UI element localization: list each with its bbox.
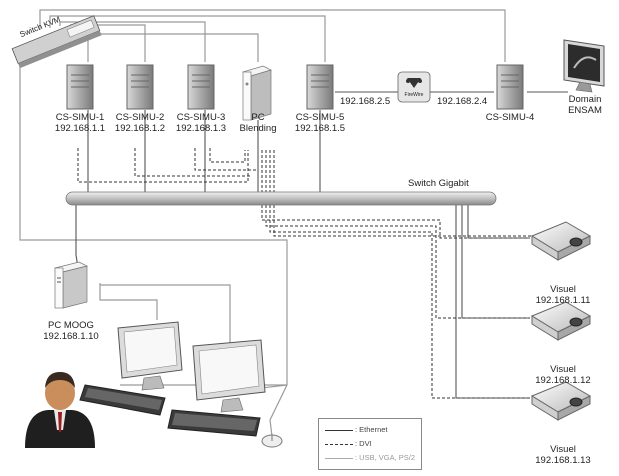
link-ip-right: 192.168.2.4 <box>437 96 488 107</box>
legend-usb-label: : USB, VGA, PS/2 <box>355 453 416 462</box>
legend-ethernet-label: : Ethernet <box>355 425 388 434</box>
server-name-4: CS-SIMU-4 <box>485 112 535 123</box>
domain-monitor-icon <box>563 39 605 93</box>
server-label-2: CS-SIMU-2 192.168.1.2 <box>112 112 168 134</box>
server-label-5: CS-SIMU-5 192.168.1.5 <box>292 112 348 134</box>
pc-moog-tower <box>53 261 89 309</box>
server-name-2: CS-SIMU-2 <box>115 112 165 123</box>
visual-label-3: Visuel 192.168.1.13 <box>528 444 598 466</box>
moog-ip: 192.168.1.10 <box>43 331 99 342</box>
visual-ip-3: 192.168.1.13 <box>535 455 591 466</box>
domain-line1: Domain <box>568 94 602 105</box>
link-ip-left: 192.168.2.5 <box>340 96 391 107</box>
legend-usb-line <box>325 458 353 459</box>
server-ip-2: 192.168.1.2 <box>114 123 166 134</box>
server-name-3: CS-SIMU-3 <box>176 112 226 123</box>
visual-name-1: Visuel <box>550 284 576 295</box>
visual-label-2: Visuel 192.168.1.12 <box>528 364 598 386</box>
server-name-5: CS-SIMU-5 <box>295 112 345 123</box>
switch-gigabit-label: Switch Gigabit <box>408 178 469 189</box>
server-ip-5: 192.168.1.5 <box>294 123 346 134</box>
mouse-icon <box>261 434 283 448</box>
legend-dvi-label: : DVI <box>355 439 372 448</box>
visual-label-1: Visuel 192.168.1.11 <box>528 284 598 306</box>
visual-name-2: Visuel <box>550 364 576 375</box>
pc-blending-tower <box>242 65 272 121</box>
firewire-label: FireWire <box>404 92 424 98</box>
legend-dvi: : DVI <box>325 439 419 449</box>
legend: : Ethernet : DVI : USB, VGA, PS/2 <box>318 418 422 470</box>
visual-name-3: Visuel <box>550 444 576 455</box>
server-ip-1: 192.168.1.1 <box>54 123 106 134</box>
server-label-4: CS-SIMU-4 <box>482 112 538 123</box>
server-icons <box>66 64 524 110</box>
server-name-1: CS-SIMU-1 <box>55 112 105 123</box>
workstation-monitor-1 <box>117 321 183 391</box>
pc-blending-name: PC <box>251 112 265 123</box>
server-label-1: CS-SIMU-1 192.168.1.1 <box>52 112 108 134</box>
moog-name: PC MOOG <box>48 320 94 331</box>
pc-blending-label: PC Blending <box>236 112 280 134</box>
moog-label: PC MOOG 192.168.1.10 <box>38 320 104 342</box>
gigabit-switch <box>65 191 497 206</box>
keyboard-1 <box>79 384 166 416</box>
server-ip-3: 192.168.1.3 <box>175 123 227 134</box>
server-label-3: CS-SIMU-3 192.168.1.3 <box>173 112 229 134</box>
firewire-icon <box>397 71 431 103</box>
pc-blending-role: Blending <box>239 123 277 134</box>
projector-icons <box>530 221 592 421</box>
visual-ip-2: 192.168.1.12 <box>535 375 591 386</box>
user-avatar-icon <box>25 372 95 448</box>
domain-label: Domain ENSAM <box>560 94 610 116</box>
keyboard-2 <box>167 409 261 437</box>
visual-ip-1: 192.168.1.11 <box>535 295 591 306</box>
domain-line2: ENSAM <box>568 105 602 116</box>
legend-dvi-line <box>325 444 353 445</box>
legend-ethernet: : Ethernet <box>325 425 419 435</box>
workstation-monitor-2 <box>192 339 266 413</box>
legend-usb: : USB, VGA, PS/2 <box>325 453 419 463</box>
legend-ethernet-line <box>325 430 353 431</box>
kvm-switch <box>11 15 102 69</box>
